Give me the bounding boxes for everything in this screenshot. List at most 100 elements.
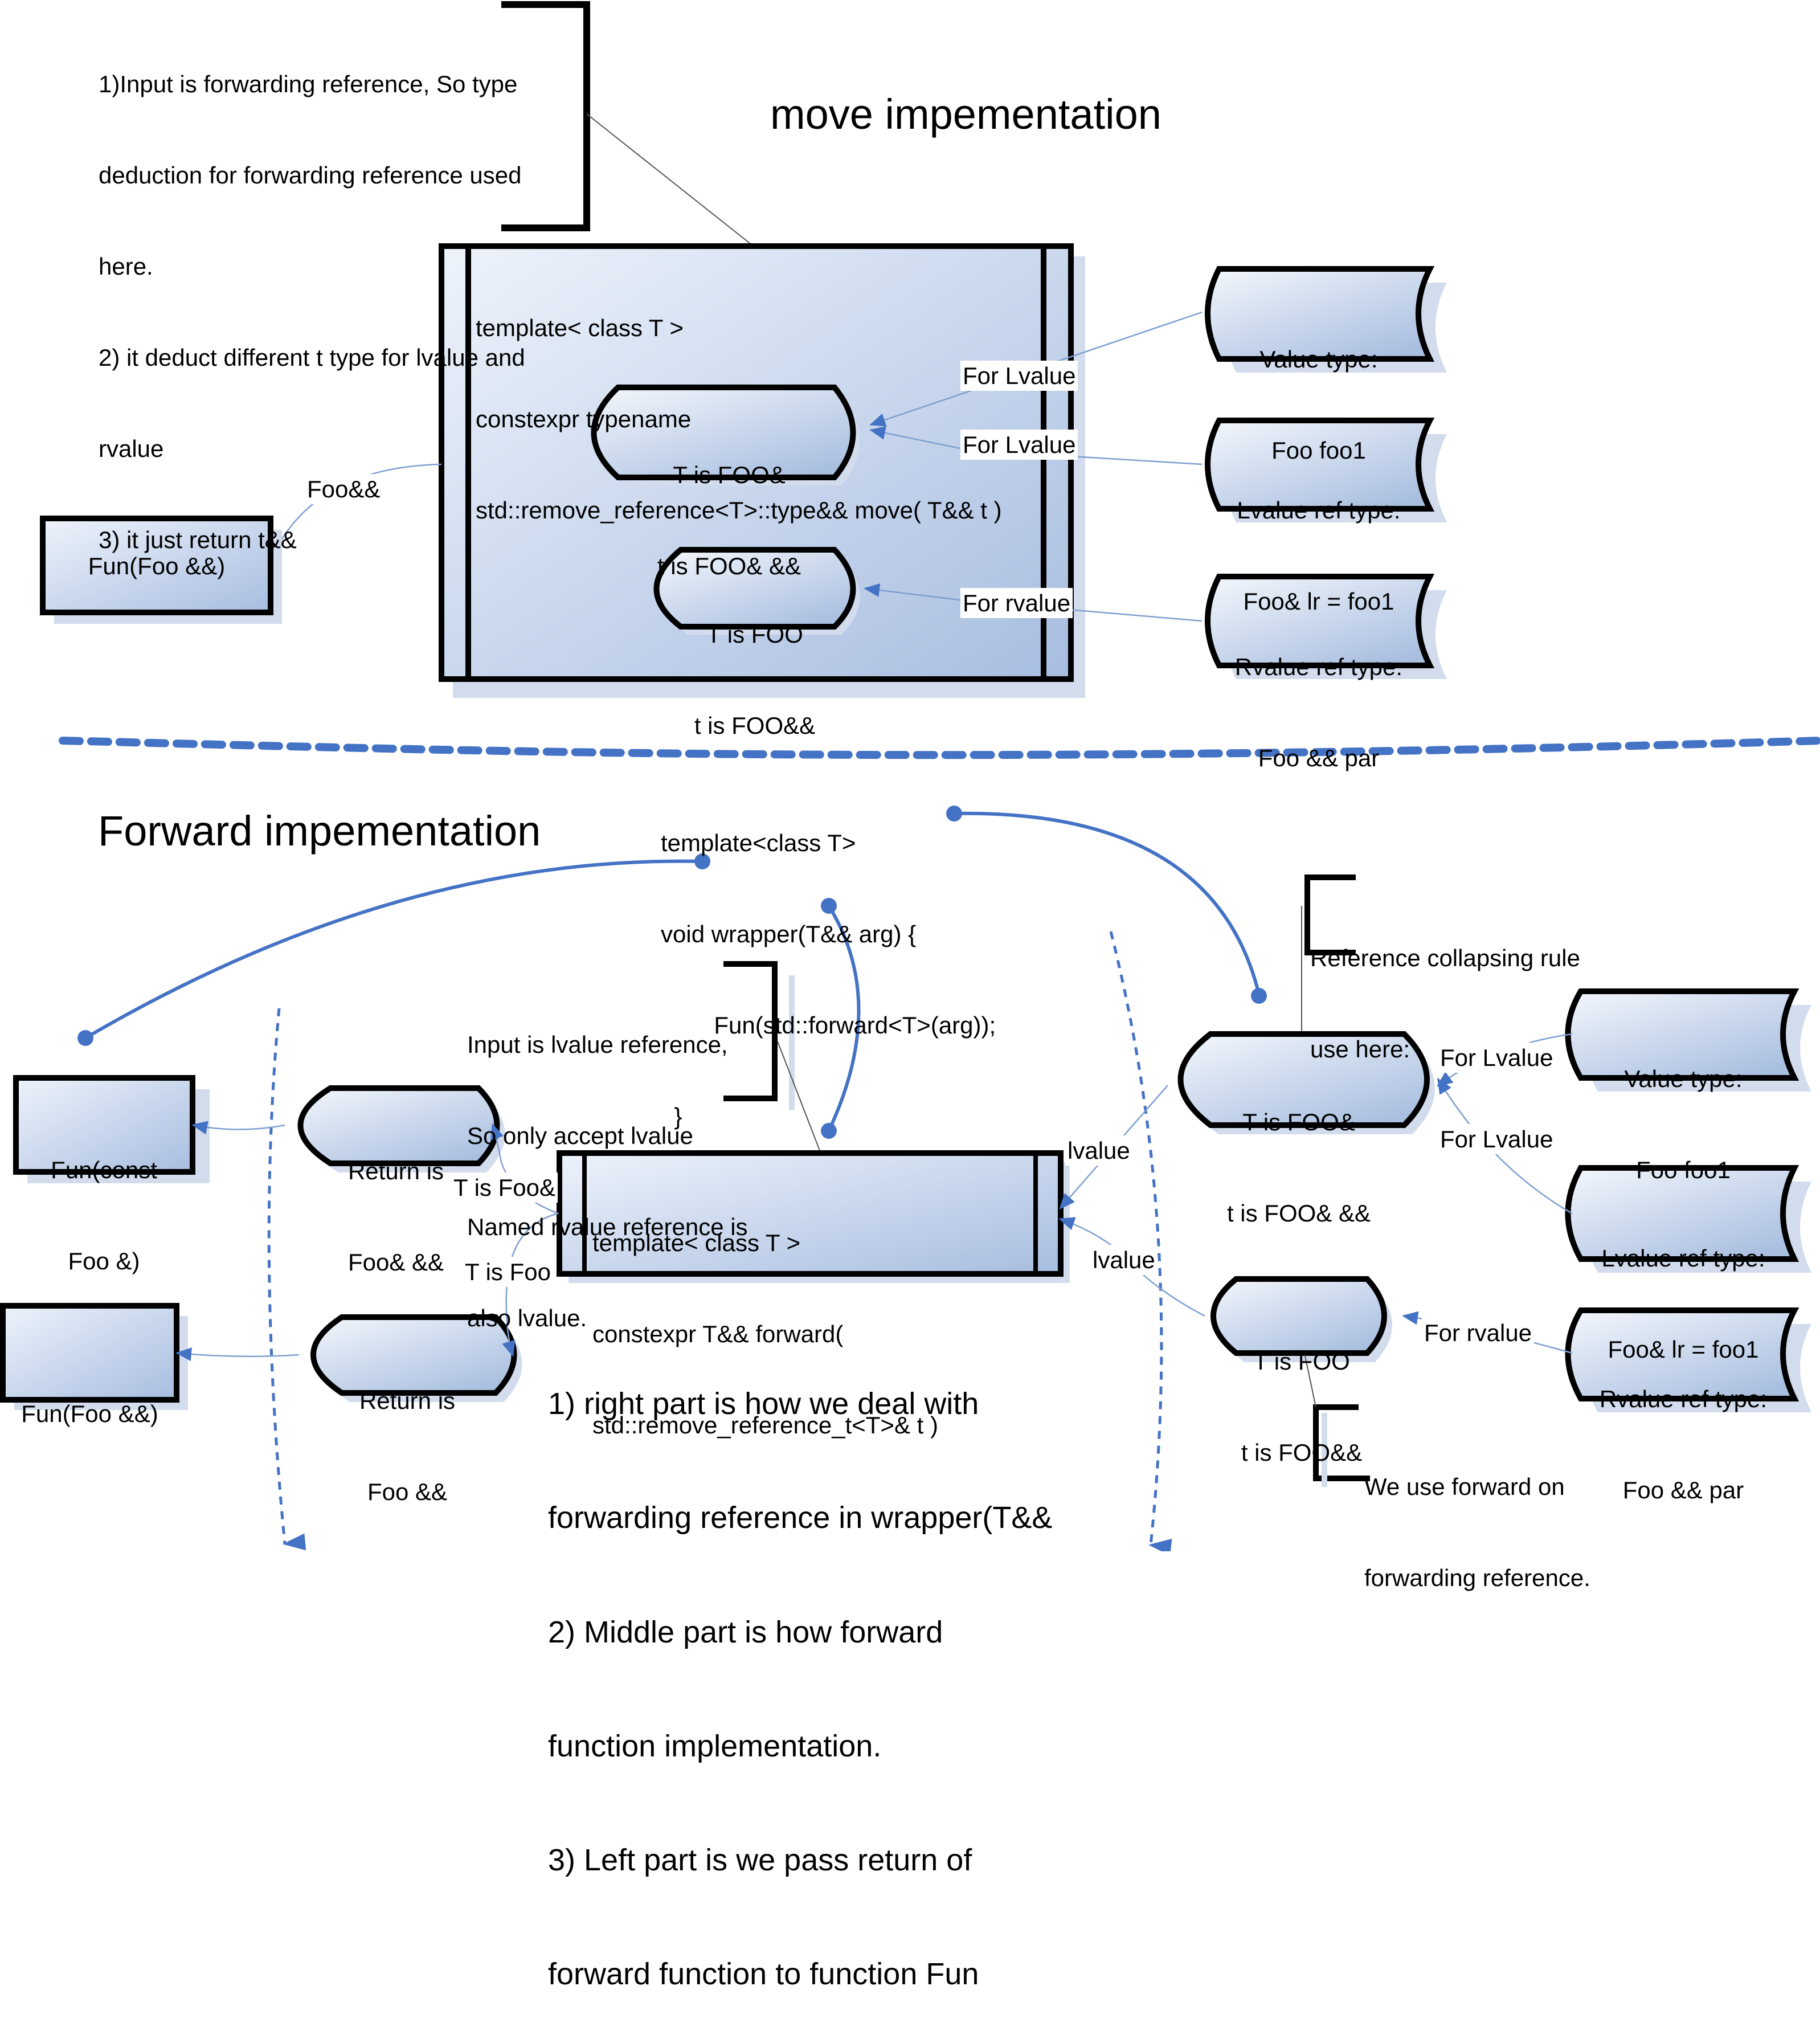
usage-bracket [1313, 1404, 1370, 1481]
move-output-box [40, 516, 273, 615]
forward-template-code: template< class T > constexpr T&& forwar… [592, 1167, 938, 1470]
note-line: Reference collapsing rule [1310, 944, 1580, 971]
summary-line: forwarding reference in wrapper(T&& [548, 1501, 1053, 1535]
note-line: We use forward on [1364, 1473, 1565, 1500]
case-line: t is FOO& && [657, 552, 801, 579]
code-line: void wrapper(T&& arg) { [661, 920, 917, 947]
forward-wrapper-curves [84, 811, 1261, 1132]
return-line: Foo& && [347, 1248, 444, 1276]
summary-line: function implementation. [548, 1728, 882, 1763]
return-line: Foo && [367, 1478, 448, 1505]
return-lvalue-label: Return is Foo& && [308, 1095, 484, 1307]
input-line: Foo& lr = foo1 [1243, 587, 1394, 615]
usage-connector [1304, 1352, 1316, 1408]
note-line: use here: [1310, 1035, 1410, 1063]
move-note-line: 1)Input is forwarding reference, So type [99, 70, 518, 97]
case-line: t is FOO&& [694, 712, 816, 739]
case-line: t is FOO&& [1241, 1439, 1363, 1466]
input-line: Foo foo1 [1636, 1156, 1731, 1183]
move-note-line: 3) it just return t&& [99, 526, 297, 553]
input-line: Foo && par [1258, 744, 1380, 771]
fun-const-label: Fun(const Foo &) [17, 1094, 191, 1306]
code-line: template<class T> [661, 829, 856, 856]
case-line: T is FOO [706, 620, 803, 648]
move-input-value: Value type: Foo foo1 [1210, 283, 1427, 496]
move-lvalue-label: T is FOO& t is FOO& && [615, 399, 843, 611]
return-lvalue-edge-label: T is Foo& [451, 1172, 558, 1203]
forward-input-rvalue-ref: Rvalue ref type: Foo && par [1575, 1323, 1792, 1535]
note-line: also lvalue. [467, 1304, 587, 1331]
input-line: Rvalue ref type: [1599, 1385, 1768, 1412]
code-line: std::remove_reference_t<T>& t ) [592, 1411, 938, 1439]
return-rvalue-shape [310, 1314, 517, 1396]
move-rvalue-shape [653, 547, 856, 630]
move-output-edge-label: Foo&& [305, 474, 383, 505]
code-line: constexpr T&& forward( [592, 1320, 844, 1347]
move-note: 1)Input is forwarding reference, So type… [99, 8, 525, 585]
code-line: } [661, 1102, 682, 1130]
move-edge-label-lvalue-ref: For Lvalue [960, 430, 1078, 460]
code-line: template< class T > [476, 314, 684, 341]
move-template-code: template< class T > constexpr typename s… [476, 252, 1002, 555]
collapse-bracket [1304, 874, 1356, 955]
summary-note: 1) right part is how we deal with forwar… [548, 1309, 1052, 2031]
forward-note: Input is lvalue reference, So only accep… [467, 968, 748, 1363]
note-bracket [501, 1, 590, 231]
forward-usage-note: We use forward on forwarding reference. [1364, 1411, 1590, 1623]
case-line: T is FOO& [1242, 1108, 1355, 1135]
forward-note-connector [777, 1041, 824, 1160]
forward-lvalue-edge-label-lower: lvalue [1090, 1245, 1158, 1276]
code-line: constexpr typename [476, 405, 692, 432]
output-line: Fun(const [51, 1156, 157, 1183]
move-input-shapes [1205, 266, 1447, 679]
input-line: Lvalue ref type: [1601, 1244, 1765, 1272]
move-lvalue-shape [591, 385, 856, 480]
return-line: Return is [359, 1387, 456, 1414]
input-line: Value type: [1259, 345, 1378, 373]
case-line: T is FOO& [673, 461, 786, 488]
output-line: Fun(Foo &&) [21, 1400, 158, 1427]
move-note-line: here. [99, 252, 153, 280]
move-edge-label-rvalue-ref: For rvalue [960, 588, 1073, 619]
summary-line: 2) Middle part is how forward [548, 1615, 943, 1649]
move-input-rvalue-ref: Rvalue ref type: Foo && par [1210, 591, 1427, 803]
move-note-line: rvalue [99, 435, 164, 462]
move-note-line: 2) it deduct different t type for lvalue… [99, 344, 525, 371]
input-line: Rvalue ref type: [1234, 653, 1403, 680]
note-line: So only accept lvalue [467, 1122, 693, 1149]
collapse-note: Reference collapsing rule use here: [1310, 882, 1580, 1094]
fun-rvalue-label: Fun(Foo &&) [3, 1338, 177, 1459]
diagram-svg [0, 1, 1820, 1556]
forward-lvalue-edge-label-upper: lvalue [1065, 1135, 1132, 1166]
summary-line: 1) right part is how we deal with [548, 1387, 979, 1421]
input-line: Lvalue ref type: [1237, 496, 1401, 524]
forward-note-bracket [723, 961, 778, 1101]
case-line: t is FOO& && [1226, 1199, 1371, 1227]
move-output-label: Fun(Foo &&) [88, 553, 226, 579]
fun-rvalue-box [0, 1303, 179, 1403]
output-line: Foo &) [68, 1247, 140, 1274]
note-line: Input is lvalue reference, [467, 1031, 728, 1058]
forward-edge-label-rvalue-ref: For rvalue [1422, 1318, 1535, 1348]
return-rvalue-edge-label: T is Foo [463, 1257, 553, 1288]
move-input-lvalue-ref: Lvalue ref type: Foo& lr = foo1 [1210, 434, 1427, 647]
input-line: Foo& lr = foo1 [1608, 1335, 1759, 1363]
code-line: Fun(std::forward<T>(arg)); [661, 1011, 996, 1039]
code-line: std::remove_reference<T>::type&& move( T… [476, 496, 1002, 524]
forward-input-lvalue-ref: Lvalue ref type: Foo& lr = foo1 [1575, 1182, 1792, 1395]
input-line: Foo && par [1622, 1476, 1744, 1503]
forward-edge-label-value: For Lvalue [1438, 1043, 1556, 1073]
wrapper-code: template<class T> void wrapper(T&& arg) … [661, 767, 996, 1162]
forward-section-title: Forward impementation [98, 807, 541, 855]
forward-input-shapes [1565, 988, 1811, 1412]
move-rvalue-label: T is FOO t is FOO&& [655, 558, 854, 771]
return-line: Return is [347, 1157, 444, 1184]
forward-rvalue-label: T is FOO t is FOO&& [1202, 1285, 1401, 1498]
forward-edge-label-lvalue-ref: For Lvalue [1438, 1124, 1556, 1155]
summary-line: 3) Left part is we pass return of [548, 1842, 972, 1877]
case-line: T is FOO [1253, 1347, 1350, 1375]
forward-template-box [557, 1150, 1064, 1277]
note-connector [586, 113, 752, 246]
move-note-line: deduction for forwarding reference used [99, 161, 522, 189]
code-line: template< class T > [592, 1229, 800, 1256]
